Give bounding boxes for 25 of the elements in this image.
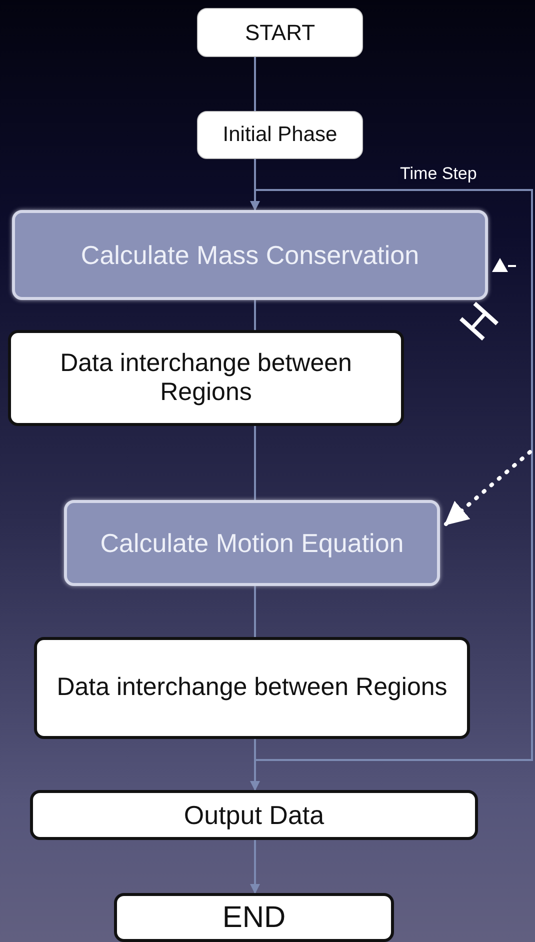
- process-box: [64, 500, 440, 586]
- cut-off-letter: H: [452, 295, 507, 349]
- box-text: START: [244, 20, 316, 46]
- process-box: [12, 210, 488, 300]
- process-box: [30, 790, 478, 840]
- box-text: Calculate Mass Conservation: [80, 240, 420, 270]
- box-text: END: [222, 900, 286, 936]
- process-box: [34, 637, 470, 739]
- edge-label: Time Step: [398, 164, 479, 184]
- arrow: [250, 840, 260, 894]
- arrow: [250, 189, 533, 761]
- box-text: Calculate Motion Equation: [100, 528, 404, 558]
- connector-line: [254, 57, 256, 111]
- box-text: Data interchange between Regions: [56, 673, 448, 703]
- box-text: Output Data: [184, 800, 324, 830]
- connector-line: [254, 300, 256, 330]
- connector-line: [254, 426, 256, 500]
- box-text: Initial Phase: [222, 122, 338, 148]
- connector-line: [254, 586, 256, 637]
- box-text: Data interchange between Regions: [59, 348, 353, 408]
- dotted-arrow: [444, 450, 532, 526]
- process-box: [8, 330, 404, 426]
- process-box: [197, 8, 363, 57]
- process-box: [197, 111, 363, 159]
- process-box: [114, 893, 394, 942]
